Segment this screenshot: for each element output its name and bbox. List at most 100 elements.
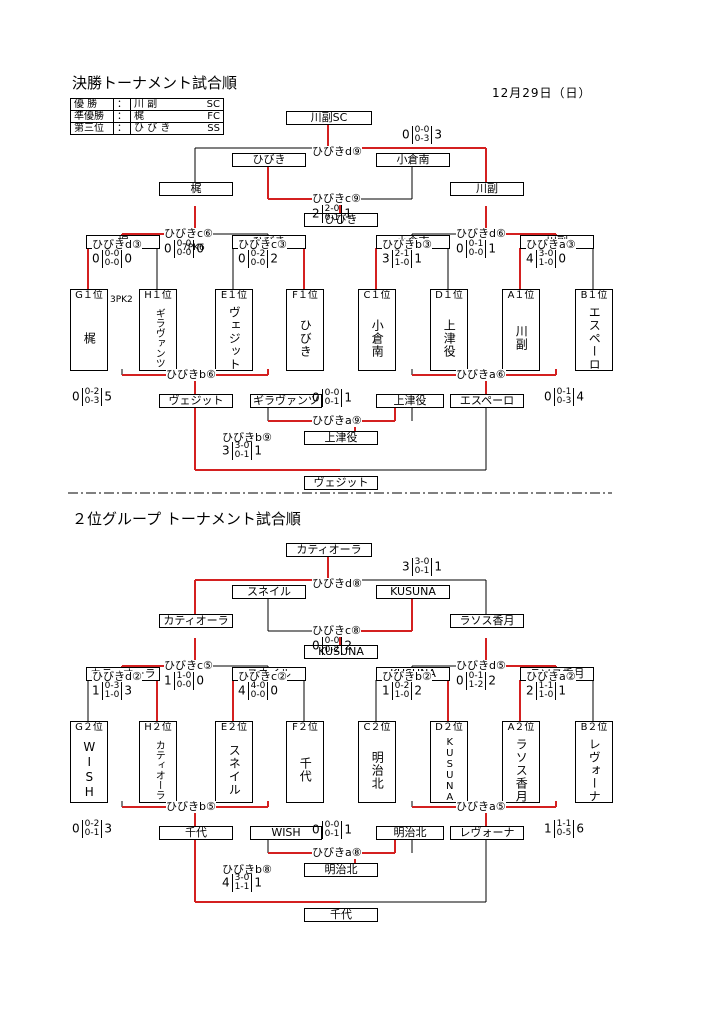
slot-label: ひびきc② <box>238 670 287 683</box>
second-group-title: ２位グループ トーナメント試合順 <box>72 510 301 528</box>
slot-label: ひびきb⑥ <box>166 368 216 381</box>
score-second-half: 0-3 <box>414 134 430 144</box>
score-second-half: 0-1 <box>324 213 340 223</box>
score-total-right: 1 <box>488 241 496 256</box>
result-place: 優 勝 <box>70 98 114 111</box>
team-box: B１位エスペーロ <box>575 289 613 371</box>
team-name: ギラヴァンツ <box>153 308 165 368</box>
slot-label: ひびきa③ <box>526 238 576 251</box>
seventh-place-box: ヴェジット <box>304 476 378 490</box>
score-total-right: 2 <box>414 683 422 698</box>
team-rank: H１位 <box>144 290 172 301</box>
result-team-name: 川 副 <box>134 99 158 110</box>
team-box: G１位梶 <box>70 289 108 371</box>
semi-loser-box: 小倉南 <box>376 153 450 167</box>
champion-box: カティオーラ <box>286 543 372 557</box>
team-name: 梶 <box>82 331 97 345</box>
score-first-half: 3-0 <box>414 557 430 567</box>
score-total-left: 0 <box>72 389 80 404</box>
semi-winner-box: 梶 <box>159 182 233 196</box>
team-rank: G１位 <box>75 290 103 301</box>
team-box: H１位ギラヴァンツ <box>139 289 177 371</box>
score-total-left: 3 <box>222 443 230 458</box>
team-name-wrap: スネイル <box>216 738 252 802</box>
score-total-left: 0 <box>72 821 80 836</box>
team-rank: E２位 <box>220 722 248 733</box>
score-first-half: 0-1 <box>468 671 484 681</box>
team-name: エスペーロ <box>587 305 602 371</box>
team-rank: A２位 <box>507 722 535 733</box>
score-first-half: 0-2 <box>394 681 410 691</box>
seventh-place-box: 千代 <box>304 908 378 922</box>
slot-label: ひびきa⑧ <box>312 846 362 859</box>
score-second-half: 1-2 <box>468 680 484 690</box>
result-sep: ： <box>113 122 131 135</box>
slot-label: ひびきb⑤ <box>166 800 216 813</box>
score-total-left: 4 <box>526 251 534 266</box>
score-first-half: 0-2 <box>84 819 100 829</box>
score-second-half: 1-1 <box>234 882 250 892</box>
team-name-wrap: 川副 <box>503 306 539 370</box>
score-first-half: 2-0 <box>324 204 340 214</box>
team-name-wrap: カティオーラ <box>140 738 176 802</box>
score-second-half: 0-1 <box>84 828 100 838</box>
result-sep: ： <box>113 110 131 123</box>
score-first-half: 0-0 <box>104 249 120 259</box>
score-second-half: 0-0 <box>250 690 266 700</box>
team-name-wrap: ヴェジット <box>216 305 252 371</box>
score-total-left: 0 <box>402 127 410 142</box>
team-box: C１位小倉南 <box>358 289 396 371</box>
team-rank: F１位 <box>292 290 318 301</box>
team-name-wrap: ラソス香月 <box>503 738 539 803</box>
result-team-suffix: SC <box>206 99 220 110</box>
score-total-right: 0 <box>558 251 566 266</box>
team-rank: C１位 <box>363 290 391 301</box>
team-box: E２位スネイル <box>215 721 253 803</box>
team-rank: H２位 <box>144 722 172 733</box>
score-total-left: 0 <box>92 251 100 266</box>
result-team-suffix: SS <box>207 123 220 134</box>
team-rank: A１位 <box>507 290 535 301</box>
score-first-half: 0-0 <box>324 820 340 830</box>
team-name: 小倉南 <box>370 318 385 358</box>
slot-label: ひびきd③ <box>92 238 142 251</box>
score-total-right: 3 <box>434 127 442 142</box>
score-second-half: 0-1 <box>234 450 250 460</box>
team-name-wrap: WISH <box>71 738 107 802</box>
result-place: 準優勝 <box>70 110 114 123</box>
slot-label: ひびきb⑧ <box>222 863 272 876</box>
score-first-half: 3-0 <box>234 873 250 883</box>
final-title: 決勝トーナメント試合順 <box>72 74 238 92</box>
team-name: 明治北 <box>370 750 385 790</box>
score-second-half: 1-0 <box>394 690 410 700</box>
team-name: ヴェジット <box>227 305 242 371</box>
slot-label: ひびきa⑤ <box>456 800 506 813</box>
score-total-right: 1 <box>254 875 262 890</box>
score-second-half: 0-3 <box>84 396 100 406</box>
slot-label: ひびきb② <box>382 670 432 683</box>
slot-label: ひびきa⑥ <box>456 368 506 381</box>
r1-loser-box: ギラヴァンツ <box>250 394 322 408</box>
